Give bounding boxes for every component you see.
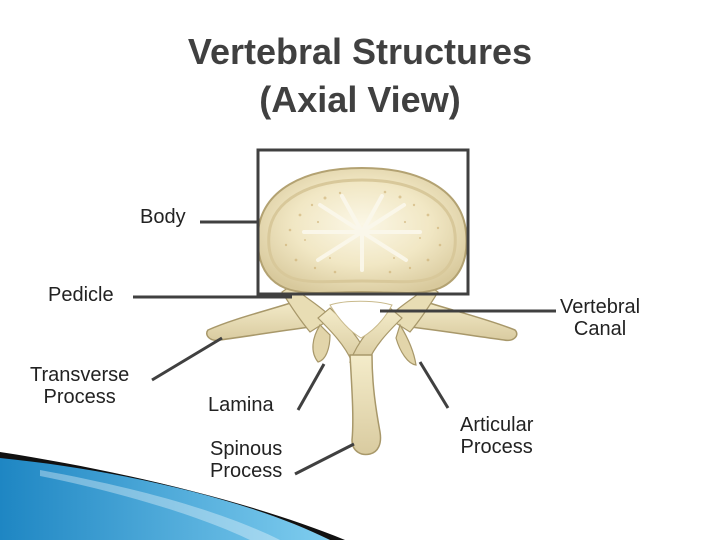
label-lamina: Lamina: [208, 394, 274, 416]
corner-swoosh-decoration: [0, 452, 345, 540]
right-articular-process: [395, 323, 417, 366]
spinous-process: [349, 354, 382, 456]
leader-lines: [133, 220, 556, 476]
left-articular-process: [312, 324, 331, 363]
leader-transverse-process: [151, 336, 223, 382]
label-body: Body: [140, 206, 186, 228]
label-pedicle: Pedicle: [48, 284, 114, 306]
label-articular-process: Articular Process: [460, 414, 534, 458]
title-line-2: (Axial View): [259, 79, 461, 120]
left-transverse-process: [206, 299, 320, 342]
label-vertebral-canal: Vertebral Canal: [560, 296, 641, 340]
title-line-1: Vertebral Structures: [187, 31, 533, 72]
label-transverse-process: Transverse Process: [30, 364, 130, 408]
leader-lamina: [296, 363, 326, 411]
vertebral-canal: [329, 300, 393, 339]
leader-articular-process: [418, 361, 450, 409]
label-spinous-process: Spinous Process: [210, 438, 283, 482]
leader-spinous-process: [294, 442, 355, 476]
page-title: Vertebral Structures (Axial View): [0, 28, 720, 124]
